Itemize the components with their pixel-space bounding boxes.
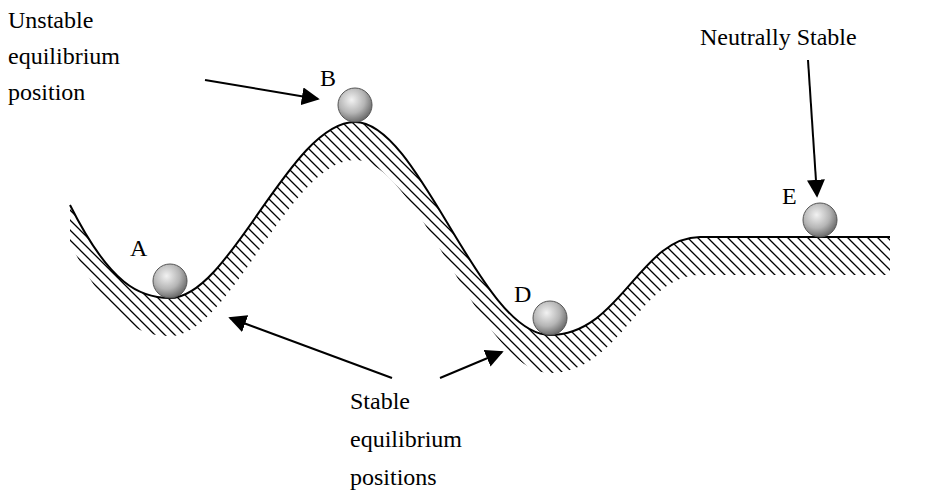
- callout-text: Stable equilibrium positions: [350, 382, 515, 496]
- point-letter: D: [514, 280, 531, 308]
- callout-text: Neutrally Stable: [700, 22, 857, 52]
- ball: [153, 264, 187, 298]
- leader-arrow: [440, 352, 502, 378]
- point-letter: B: [320, 64, 336, 92]
- ball: [338, 88, 372, 122]
- ball: [533, 301, 567, 335]
- ball: [803, 203, 837, 237]
- leader-arrow: [808, 60, 817, 196]
- surface-curve: [70, 122, 890, 335]
- leader-arrow: [230, 318, 392, 378]
- point-letter: E: [782, 182, 797, 210]
- callout-text: Unstable equilibrium position: [8, 2, 143, 110]
- leader-arrow: [205, 80, 318, 99]
- point-letter: A: [130, 234, 147, 262]
